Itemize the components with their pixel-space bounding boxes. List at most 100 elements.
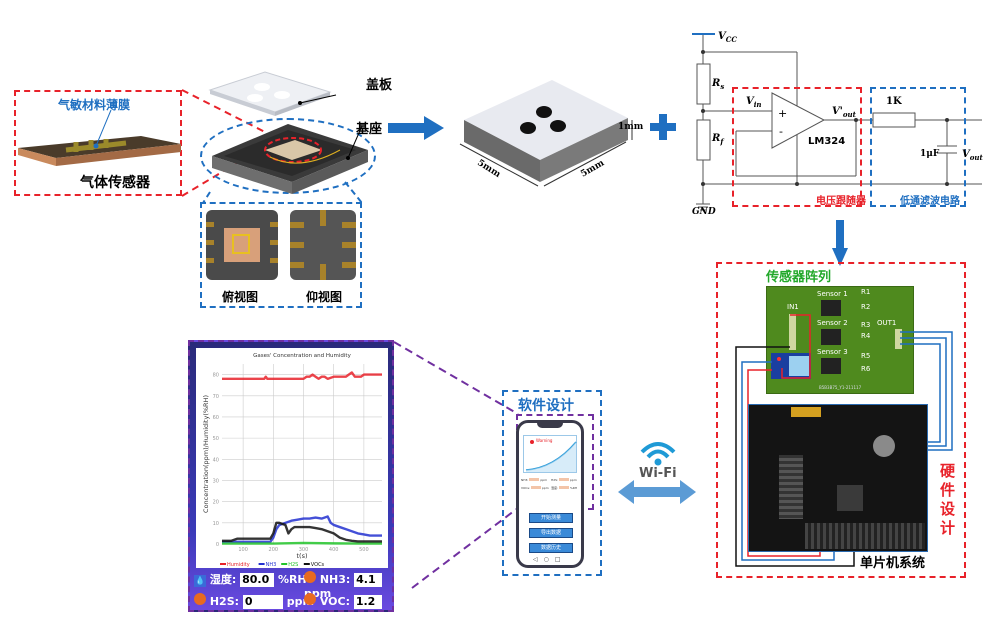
legend-label-humidity: Humidity	[227, 562, 250, 568]
phone-field-h2s: H2S: ppm	[551, 478, 577, 482]
usb-ports	[791, 407, 821, 417]
film-label: 气敏材料薄膜	[58, 98, 131, 112]
phone-field-unit: ppm	[541, 486, 549, 490]
r5-label: R5	[861, 352, 871, 360]
mcu-board	[748, 404, 928, 552]
mcu-label: 单片机系统	[860, 556, 926, 571]
pin-header	[779, 455, 803, 519]
y-tick-label: 40	[213, 457, 219, 463]
legend-label-nh3: NH3	[266, 562, 277, 568]
y-tick-label: 50	[213, 436, 219, 442]
chart-title: Gases' Concentration and Humidity	[253, 353, 351, 359]
vin-sub: in	[753, 100, 762, 109]
vout-label: Vout	[962, 149, 983, 162]
sensor-1-label: Sensor 1	[817, 290, 848, 298]
plus-icon	[650, 114, 676, 140]
right-arrow-icon	[388, 116, 444, 140]
readout-h2s: H2S: 0 ppm	[194, 593, 314, 609]
vin-text: V	[746, 96, 754, 107]
down-arrow-icon	[832, 220, 848, 266]
voc-value: 1.2	[353, 595, 382, 609]
legend-label-vocs: VOCs	[311, 562, 325, 568]
wifi-icon	[640, 442, 676, 466]
r4-label: R4	[861, 332, 871, 340]
base-label: 基座	[356, 122, 383, 137]
rf-sub: f	[720, 137, 724, 146]
opamp-label: LM324	[808, 136, 846, 147]
out1-header	[895, 329, 902, 349]
data-history-button[interactable]: 数据历史	[529, 543, 573, 553]
top-view-image	[206, 210, 278, 280]
in1-label: IN1	[787, 303, 799, 311]
bottom-view-image	[290, 210, 356, 280]
in1-header	[789, 314, 796, 350]
series-line-humidity	[222, 371, 382, 381]
phone-field-vocs: VOCs: ppm	[521, 486, 549, 490]
h2s-label: H2S:	[209, 595, 240, 608]
droplets-icon: 💧	[194, 575, 206, 587]
r2-label: R2	[861, 303, 871, 311]
gas-sensor-label: 气体传感器	[80, 175, 150, 191]
x-tick-label: 500	[359, 547, 369, 553]
y-tick-label: 0	[216, 542, 219, 548]
top-view-label: 俯视图	[222, 290, 259, 304]
voc-unit: ppm	[304, 609, 332, 622]
vcc-sub: CC	[725, 35, 737, 44]
phone-chart: Warning	[523, 435, 577, 473]
software-title: 软件设计	[518, 398, 574, 414]
rf-text: R	[712, 133, 721, 144]
phone-nav-bar: ◁○□	[533, 556, 567, 563]
legend-label-h2s: H2S	[288, 562, 298, 568]
pcb-code: B5B3B75_Y1-211117	[819, 385, 862, 390]
dht11-module	[771, 353, 811, 379]
vcc-text: V	[718, 31, 726, 42]
x-tick-label: 300	[299, 547, 309, 553]
rs-text: R	[712, 78, 721, 89]
battery-holder	[873, 435, 895, 457]
phone-field-unit: ppm	[570, 478, 577, 482]
base-illustration	[212, 124, 368, 194]
export-data-button[interactable]: 导出数据	[529, 528, 573, 538]
vout-text: V	[962, 149, 970, 160]
h2s-value: 0	[242, 595, 283, 609]
cover-label: 盖板	[366, 78, 393, 93]
x-tick-label: 200	[269, 547, 279, 553]
circuit-diagram: + -	[692, 33, 982, 211]
gauge-icon	[194, 593, 206, 605]
hardware-title: 硬件设计	[940, 462, 956, 537]
phone-field-label: VOCs:	[521, 486, 531, 490]
mcu-chip	[837, 485, 863, 511]
gas-sensor-film-illustration	[18, 109, 181, 166]
capacitor-label: 1μF	[920, 149, 940, 159]
start-measure-button[interactable]: 开始测量	[529, 513, 573, 523]
x-axis-label: t(s)	[296, 552, 307, 560]
sensor-3-label: Sensor 3	[817, 348, 848, 356]
vout-sub: out	[969, 153, 983, 162]
humidity-unit: %RH	[277, 573, 307, 586]
phone-warning-label: Warning	[536, 438, 553, 443]
phone-field-label: H2S:	[551, 478, 559, 482]
phone-frame: Warning NH3: ppm H2S: ppm VOCs: ppm 湿度: …	[516, 420, 584, 568]
voc-label: VOC:	[319, 595, 350, 608]
vout-prime-text: V'	[832, 106, 843, 117]
follower-label: 电压跟随器	[816, 196, 866, 207]
y-tick-label: 60	[213, 415, 219, 421]
series-line-nh3	[222, 515, 382, 544]
packaged-sensor-illustration	[459, 80, 633, 187]
base-ellipse	[200, 118, 376, 194]
readout-voc: VOC: 1.2 ppm	[304, 593, 392, 622]
nh3-label: NH3:	[319, 573, 351, 586]
y-axis-label: Concentration(ppm)/Humidity(%RH)	[202, 395, 210, 513]
sensor-array-label: 传感器阵列	[766, 270, 832, 285]
x-tick-label: 100	[238, 547, 248, 553]
warning-icon	[530, 440, 534, 444]
r3-label: R3	[861, 321, 871, 329]
gauge-icon	[304, 593, 316, 605]
readout-humidity: 💧 湿度: 80.0 %RH	[194, 571, 307, 587]
x-tick-label: 400	[329, 547, 339, 553]
r1-label: R1	[861, 288, 871, 296]
sensor-3-chip	[821, 358, 841, 374]
y-tick-label: 30	[213, 478, 219, 484]
